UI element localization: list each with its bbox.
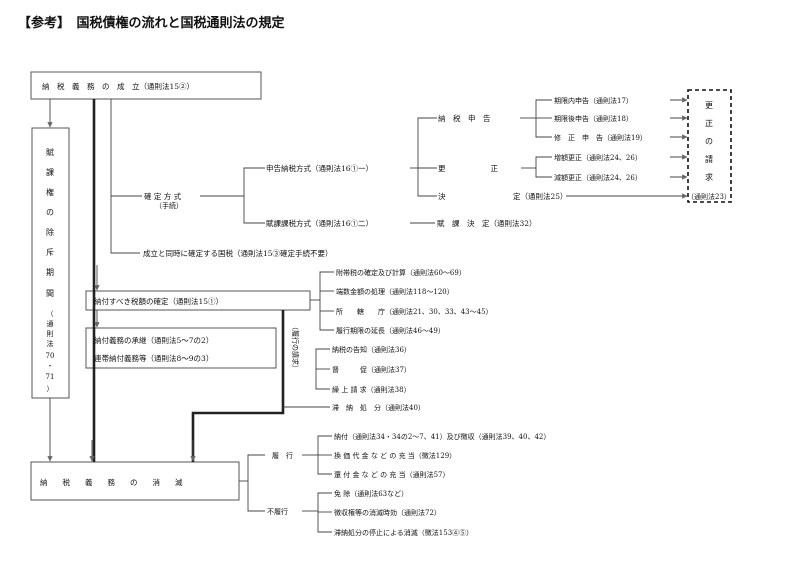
kosei-seikyu-law: （通則法23） [687, 192, 731, 201]
jokyaku-law-char: 70 [46, 352, 55, 360]
nofu-kakutei-box [85, 290, 311, 311]
kanpukin-label: 還 付 金 な ど の 充 当（通則法57） [334, 470, 449, 479]
kettei-label: 決 定（通則法25） [438, 191, 568, 201]
jokyaku-law-char: ・ [47, 362, 54, 370]
jokyaku-label: 賦 課 権 の 除 斥 期 間 （ 通 則 法 70 ・ 71 ） [46, 148, 55, 393]
kosei-seikyu-char: 求 [705, 172, 713, 182]
kanpu-label: 換 価 代 金 な ど の 充 当（徴法129） [334, 451, 456, 460]
page-title: 【参考】 国税債権の流れと国税通則法の規定 [18, 16, 285, 31]
nofu-kakutei-label: 納付すべき税額の確定（通則法15①） [94, 296, 223, 306]
shinkoku-noufu-label: 申告納税方式（通則法16①一） [266, 163, 373, 173]
shusei-label: 修 正 申 告（通則法19） [554, 133, 647, 142]
furikou-bracket [317, 492, 332, 533]
jiko-label: 徴収権等の消滅時効（通則法72） [334, 508, 441, 517]
fuka-kazei-label: 賦課課税方式（通則法16①二） [266, 218, 373, 228]
kosei-seikyu-char: 請 [705, 154, 713, 164]
shokei-box [85, 327, 277, 369]
taino-label: 滞 納 処 分（通則法40） [332, 403, 425, 412]
jokyaku-char: 権 [46, 187, 54, 197]
tetsuzuki-label: （手続） [155, 201, 183, 210]
jokyaku-law-char: 通 [47, 319, 54, 328]
fuka-kettei-label: 賦 課 決 定（通則法32） [437, 218, 537, 228]
shometsu-bracket [247, 454, 265, 512]
jokyaku-law-char: （ [47, 310, 54, 318]
nozei-shinkoku-label: 納 税 申 告 [438, 113, 491, 123]
shometsu-label: 納 税 義 務 の 消 滅 [40, 477, 183, 487]
kigennai-label: 期限内申告（通則法17） [554, 96, 633, 105]
kakutei-houshiki-label: 確 定 方 式 [144, 191, 182, 201]
shinkoku-bracket [417, 117, 437, 197]
jokyaku-char: 賦 [46, 148, 54, 157]
kigengo-label: 期限後申告（通則法18） [554, 114, 633, 123]
hasu-label: 端数金額の処理（通則法118～120） [336, 287, 454, 296]
jokyaku-law-char: 71 [46, 373, 55, 381]
shokatsu-label: 所 轄 庁（通則法21、30、33、43～45） [336, 307, 493, 316]
furikou-label: 不履行 [267, 507, 288, 516]
zougaku-label: 増額更正（通則法24、26） [554, 153, 642, 162]
seiritsu-box [30, 71, 262, 100]
rentai-label: 連帯納付義務等（通則法8～9の3） [94, 353, 213, 363]
teishi-label: 滞納処分の停止による消滅（徴法153④⑤） [334, 528, 473, 537]
jokyaku-law-char: 則 [47, 329, 54, 338]
jokyaku-char: 期 [46, 268, 54, 277]
jokyaku-box [31, 127, 70, 399]
jokyaku-char: の [46, 208, 54, 217]
nozei-kokuchi-label: 納税の告知（通則法36） [332, 345, 411, 354]
jokyaku-law-char: 法 [47, 339, 54, 348]
kosei-seikyu-char: 更 [705, 101, 713, 110]
kosei-seikyu-char: の [705, 137, 713, 146]
futaizei-label: 附帯税の確定及び計算（通則法60～69） [336, 268, 466, 277]
houshiki-bracket [243, 167, 265, 224]
rikou-label: 履 行 [272, 451, 293, 460]
seiritsu-label: 納 税 義 務 の 成 立（通則法15②） [42, 81, 194, 91]
rikou-seikyu-label: （履行の請求） [291, 323, 300, 372]
seiritsu-doji-label: 成立と同時に確定する国税（通則法15③確定手続不要） [143, 248, 333, 258]
jokyaku-char: 斥 [46, 247, 54, 257]
gengaku-label: 減額更正（通則法24、26） [554, 173, 642, 182]
enchou-label: 履行期限の延長（通則法46～49） [336, 326, 445, 335]
kosei-seikyu-label: 更 正 の 請 求 （通則法23） [687, 101, 731, 201]
kakutei-branch-line [110, 99, 140, 254]
taino-thick-line [191, 310, 285, 462]
nofu-label: 納付（通則法34・34の2～7、41）及び徴収（通則法39、40、42） [334, 432, 550, 441]
shinkoku-sub-bracket [535, 99, 552, 138]
shokei-label: 納付義務の承継（通則法5～7の2） [94, 335, 213, 345]
kosei-seikyu-char: 正 [705, 119, 713, 128]
kosei-seikyu-box [687, 89, 732, 203]
jokyaku-char: 除 [46, 227, 54, 237]
kosei-sub-bracket [535, 156, 552, 178]
jokyaku-law-char: ） [47, 385, 54, 393]
kakutei-sub-bracket [319, 271, 334, 331]
shometsu-box [30, 461, 240, 501]
kuriage-label: 繰 上 請 求（通則法38） [332, 385, 411, 394]
kosei-label: 更 正 [438, 164, 498, 173]
menjo-label: 免 除（通則法63など） [334, 489, 408, 498]
jokyaku-char: 間 [46, 289, 54, 298]
tokusoku-label: 督 促（通則法37） [332, 365, 411, 374]
jokyaku-char: 課 [46, 167, 54, 177]
